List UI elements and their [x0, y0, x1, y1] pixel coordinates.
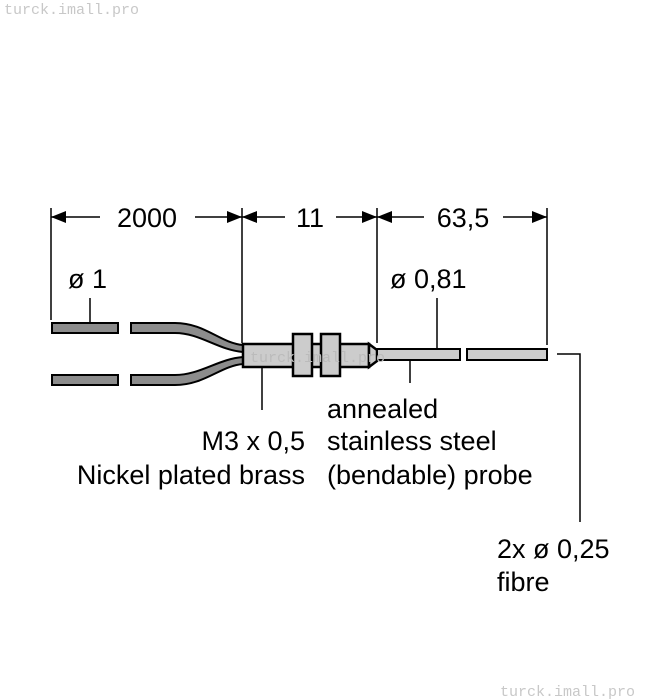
nut-2: [319, 332, 342, 378]
thread-label-line1: M3 x 0,5: [201, 426, 305, 456]
watermark-top: turck.imall.pro: [4, 2, 139, 19]
thread-label-line2: Nickel plated brass: [77, 460, 305, 490]
probe-diameter-label: ø 0,81: [390, 264, 467, 294]
dimension-probe: 63,5: [377, 203, 547, 233]
fibre-label-line1: 2x ø 0,25: [497, 534, 610, 564]
fibre-cables: [51, 322, 244, 386]
cable-diameter-label: ø 1: [68, 264, 107, 294]
watermark-bottom: turck.imall.pro: [500, 684, 635, 700]
probe-label-line3: (bendable) probe: [327, 460, 533, 490]
housing: [241, 332, 379, 378]
leader-lines: [89, 298, 581, 522]
dimension-cable: 2000: [51, 203, 242, 233]
fibre-label-line2: fibre: [497, 567, 550, 597]
probe-label-line2: stainless steel: [327, 426, 497, 456]
extension-lines: [50, 208, 548, 345]
probe-label-line1: annealed: [327, 394, 438, 424]
dimension-label-housing: 11: [296, 203, 324, 233]
nut-1: [291, 332, 314, 378]
watermark-center: turck.imall.pro: [250, 350, 385, 367]
dimension-housing: 11: [242, 203, 377, 233]
dimension-label-probe: 63,5: [437, 203, 490, 233]
probe: [376, 348, 548, 361]
dimension-label-cable: 2000: [117, 203, 177, 233]
